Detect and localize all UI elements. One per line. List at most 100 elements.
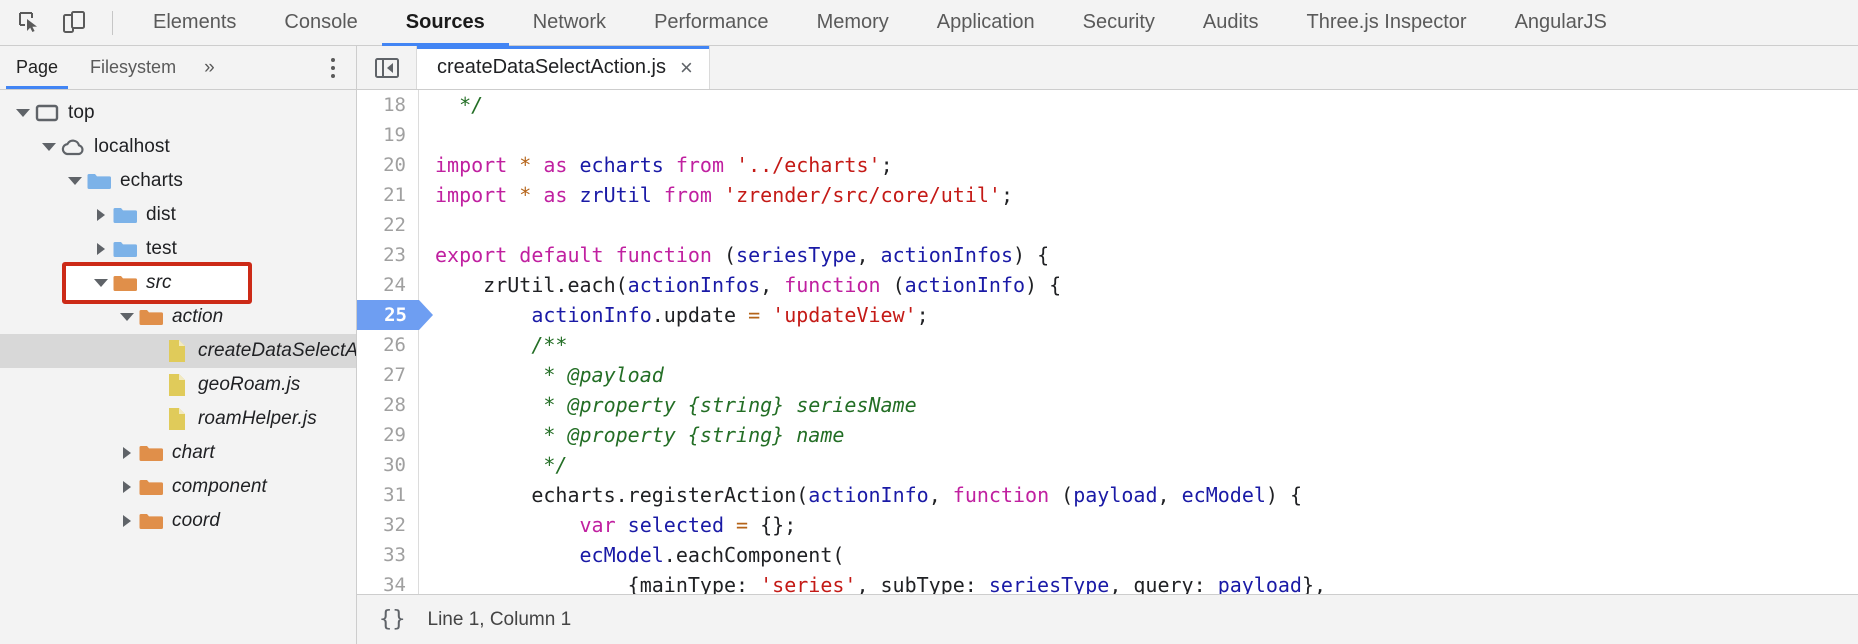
line-number[interactable]: 21 — [357, 180, 419, 210]
tab-security[interactable]: Security — [1059, 0, 1179, 45]
caret-down-icon[interactable] — [116, 313, 138, 321]
code-line-34[interactable]: 34 {mainType: 'series', subType: seriesT… — [357, 570, 1858, 594]
code-line-31[interactable]: 31 echarts.registerAction(actionInfo, fu… — [357, 480, 1858, 510]
line-number[interactable]: 30 — [357, 450, 419, 480]
line-number[interactable]: 27 — [357, 360, 419, 390]
tab-label: Three.js Inspector — [1306, 11, 1467, 33]
line-number[interactable]: 29 — [357, 420, 419, 450]
caret-right-icon[interactable] — [90, 209, 112, 221]
caret-down-icon[interactable] — [38, 143, 60, 151]
code-line-22[interactable]: 22 — [357, 210, 1858, 240]
code-token: 'updateView' — [772, 303, 917, 327]
tree-item-src[interactable]: src — [0, 266, 356, 300]
code-line-25[interactable]: 25 actionInfo.update = 'updateView'; — [357, 300, 1858, 330]
line-number[interactable]: 19 — [357, 120, 419, 150]
line-number[interactable]: 31 — [357, 480, 419, 510]
caret-right-icon[interactable] — [116, 481, 138, 493]
tree-item-echarts[interactable]: echarts — [0, 164, 356, 198]
code-line-text: actionInfo.update = 'updateView'; — [419, 300, 928, 330]
code-line-32[interactable]: 32 var selected = {}; — [357, 510, 1858, 540]
caret-down-icon[interactable] — [90, 279, 112, 287]
code-line-28[interactable]: 28 * @property {string} seriesName — [357, 390, 1858, 420]
code-token: ; — [880, 153, 893, 177]
code-line-29[interactable]: 29 * @property {string} name — [357, 420, 1858, 450]
tab-label: Audits — [1202, 11, 1259, 33]
line-number[interactable]: 25 — [357, 300, 433, 330]
line-number[interactable]: 26 — [357, 330, 419, 360]
inspect-cursor-icon[interactable] — [8, 1, 52, 45]
tab-performance[interactable]: Performance — [630, 0, 793, 45]
collapse-sidebar-icon[interactable] — [357, 46, 417, 89]
code-token: , query: — [1109, 573, 1218, 594]
code-line-27[interactable]: 27 * @payload — [357, 360, 1858, 390]
more-options-icon[interactable] — [316, 57, 350, 78]
line-number[interactable]: 33 — [357, 540, 419, 570]
tree-item-label: createDataSelectAction.js — [198, 340, 356, 361]
file-js-icon — [164, 338, 190, 364]
tab-memory[interactable]: Memory — [793, 0, 913, 45]
code-line-26[interactable]: 26 /** — [357, 330, 1858, 360]
tab-console[interactable]: Console — [260, 0, 381, 45]
line-number[interactable]: 20 — [357, 150, 419, 180]
tree-item-action[interactable]: action — [0, 300, 356, 334]
sidebar-tab-filesystem[interactable]: Filesystem — [74, 46, 192, 89]
caret-right-icon[interactable] — [116, 447, 138, 459]
tree-item-dist[interactable]: dist — [0, 198, 356, 232]
code-line-24[interactable]: 24 zrUtil.each(actionInfos, function (ac… — [357, 270, 1858, 300]
tree-item-georoam-js[interactable]: geoRoam.js — [0, 368, 356, 402]
editor-tab-createdataselectaction[interactable]: createDataSelectAction.js × — [417, 46, 710, 89]
tab-angularjs[interactable]: AngularJS — [1491, 0, 1631, 45]
device-toolbar-icon[interactable] — [52, 1, 96, 45]
caret-right-icon[interactable] — [90, 243, 112, 255]
tree-item-chart[interactable]: chart — [0, 436, 356, 470]
line-number[interactable]: 23 — [357, 240, 419, 270]
code-line-30[interactable]: 30 */ — [357, 450, 1858, 480]
code-token: , — [928, 483, 953, 507]
tree-item-top[interactable]: top — [0, 96, 356, 130]
tab-audits[interactable]: Audits — [1179, 0, 1283, 45]
caret-down-icon[interactable] — [12, 109, 34, 117]
pretty-print-icon[interactable]: {} — [379, 607, 406, 632]
tab-sources[interactable]: Sources — [381, 0, 509, 46]
line-number[interactable]: 22 — [357, 210, 419, 240]
tree-item-test[interactable]: test — [0, 232, 356, 266]
tree-item-createdataselectaction-js[interactable]: createDataSelectAction.js — [0, 334, 356, 368]
caret-down-icon[interactable] — [64, 177, 86, 185]
tree-item-roamhelper-js[interactable]: roamHelper.js — [0, 402, 356, 436]
code-token: function — [952, 483, 1062, 507]
code-token: /** — [435, 333, 568, 357]
code-token: payload — [1217, 573, 1302, 594]
code-token: ) { — [1265, 483, 1303, 507]
tab-network[interactable]: Network — [509, 0, 630, 45]
sidebar-tab-page[interactable]: Page — [0, 46, 74, 89]
code-line-33[interactable]: 33 ecModel.eachComponent( — [357, 540, 1858, 570]
caret-right-icon[interactable] — [116, 515, 138, 527]
tab-elements[interactable]: Elements — [129, 0, 260, 45]
file-js-icon — [164, 372, 190, 398]
code-token: 'zrender/src/core/util' — [724, 183, 1001, 207]
chevron-double-right-icon[interactable]: » — [204, 56, 215, 78]
line-number[interactable]: 24 — [357, 270, 419, 300]
tab-label: Memory — [816, 11, 889, 33]
line-number[interactable]: 32 — [357, 510, 419, 540]
code-token: actionInfos — [880, 243, 1013, 267]
tree-item-localhost[interactable]: localhost — [0, 130, 356, 164]
code-line-18[interactable]: 18 */ — [357, 90, 1858, 120]
tab-three-js-inspector[interactable]: Three.js Inspector — [1282, 0, 1490, 45]
line-number[interactable]: 18 — [357, 90, 419, 120]
tree-item-coord[interactable]: coord — [0, 504, 356, 538]
tree-item-component[interactable]: component — [0, 470, 356, 504]
close-icon[interactable]: × — [680, 54, 693, 80]
line-number[interactable]: 28 — [357, 390, 419, 420]
tab-application[interactable]: Application — [913, 0, 1059, 45]
tab-label: Security — [1082, 11, 1155, 33]
folder-orange-icon — [112, 273, 138, 293]
line-number[interactable]: 34 — [357, 570, 419, 594]
code-line-19[interactable]: 19 — [357, 120, 1858, 150]
